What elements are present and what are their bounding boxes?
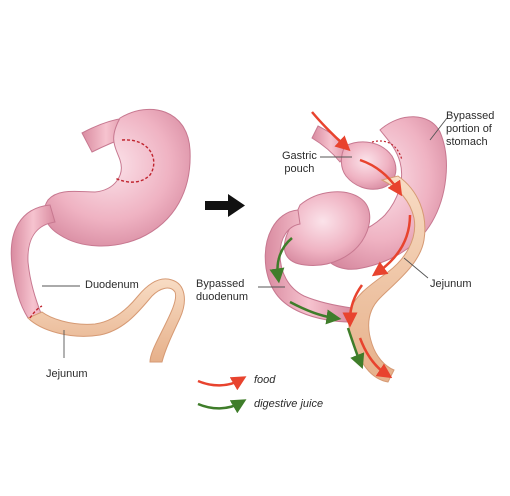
jejunum-right-pointer (403, 257, 429, 279)
food-arrow-3 (371, 214, 412, 277)
juice-arrow-2 (289, 300, 342, 325)
jejunum (27, 278, 185, 363)
normal-anatomy (10, 109, 191, 363)
remnant-stomach-lower (283, 191, 371, 266)
stomach-dashed-line (114, 139, 155, 183)
label-duodenum: Duodenum (85, 279, 139, 291)
legend-arrows (197, 376, 247, 414)
label-gastric-pouch-line2: pouch (284, 163, 315, 175)
staple-line (371, 140, 403, 161)
bypassed-stomach-pointer (429, 117, 448, 141)
label-bypassed-duodenum: Bypassed duodenum (196, 278, 248, 304)
legend-food-label: food (254, 374, 276, 386)
label-jejunum-right: Jejunum (430, 278, 472, 290)
label-bypassed-stomach-line1: Bypassed (446, 110, 495, 122)
food-arrow-2 (359, 158, 403, 197)
label-gastric-pouch-line1: Gastric (282, 150, 317, 162)
duodenum (10, 204, 56, 319)
food-arrow-1 (311, 111, 351, 152)
legend-food-arrow (197, 376, 247, 391)
legend-juice-arrow (197, 399, 247, 414)
food-arrow-4 (342, 284, 364, 328)
label-bypassed-duodenum-line2: duodenum (196, 291, 248, 303)
label-bypassed-duodenum-line1: Bypassed (196, 278, 245, 290)
label-bypassed-stomach-line2: portion of (446, 123, 492, 135)
gastric-pouch (340, 141, 397, 190)
label-jejunum-left: Jejunum (46, 368, 88, 380)
label-bypassed-stomach: Bypassed portion of stomach (446, 110, 494, 149)
transition-arrow (205, 194, 245, 217)
label-gastric-pouch: Gastric pouch (282, 150, 317, 176)
juice-arrow-3 (346, 327, 365, 369)
juice-arrow-1 (269, 237, 293, 284)
legend-juice-label: digestive juice (254, 398, 324, 410)
stomach (43, 109, 191, 247)
bypass-anatomy (258, 111, 448, 383)
food-arrow-5 (358, 337, 393, 379)
label-bypassed-stomach-line3: stomach (446, 136, 488, 148)
junction-dashed-line (29, 305, 43, 319)
jejunum-roux-limb (348, 175, 426, 383)
